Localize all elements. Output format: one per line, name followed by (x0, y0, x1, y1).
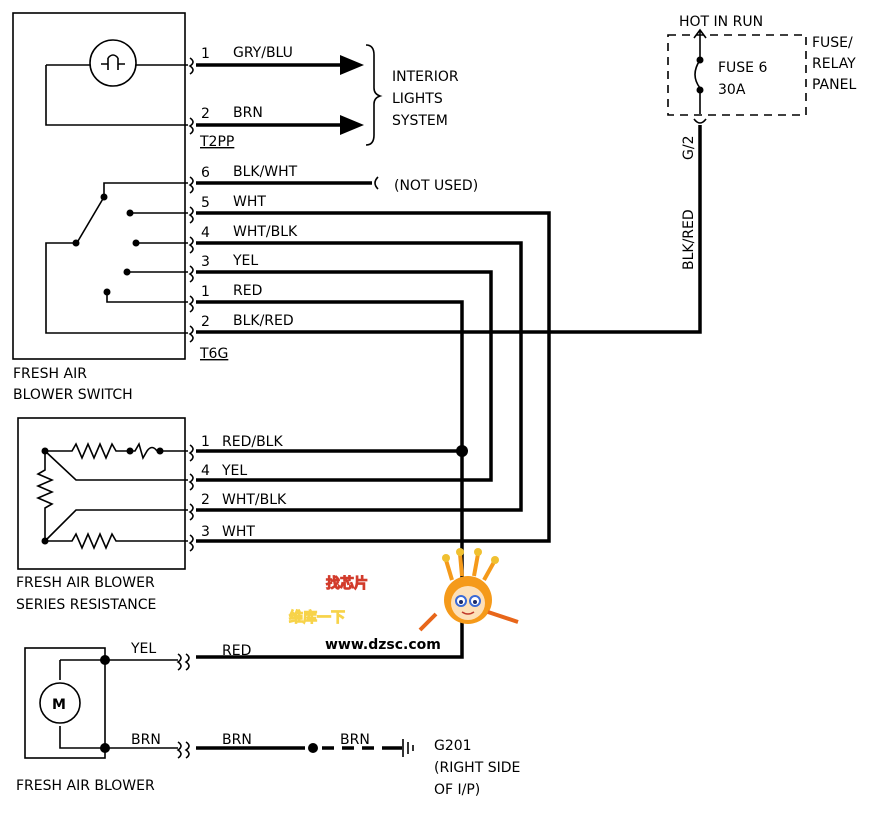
wire-wht (196, 211, 551, 543)
resistor-network-icon (35, 441, 188, 551)
blower-wire-brn-3: BRN (340, 732, 370, 748)
fuse-panel-box (667, 34, 807, 116)
arrow-to-interior-lights-2 (340, 115, 364, 135)
pin-label: 4 (201, 225, 210, 241)
motor-symbol: M (52, 697, 66, 713)
pin-label: 3 (201, 524, 210, 540)
switch-wires: 1 GRY/BLU 2 BRN 6 BLK/WHT (NOT USED) 5 W… (196, 45, 702, 659)
fuse-feed-wire-label: BLK/RED (681, 209, 697, 270)
connector-t2pp-label: T2PP (199, 134, 234, 150)
watermark-mascot-icon (418, 548, 519, 632)
series-resistance-box (17, 417, 186, 570)
ground-icon (402, 739, 414, 757)
wire-label-gry-blu: GRY/BLU (233, 45, 293, 61)
pin-label: 5 (201, 195, 210, 211)
wire-label-brn: BRN (233, 105, 263, 121)
wire-label-wht: WHT (233, 194, 266, 210)
fuse-panel-line2: RELAY (812, 56, 856, 72)
interior-lights-line1: INTERIOR (392, 69, 459, 85)
wire-label-red-blk: RED/BLK (222, 434, 283, 450)
blower-wire-brn-1: BRN (131, 732, 161, 748)
hot-arrow-icon (693, 28, 707, 39)
blower-title: FRESH AIR BLOWER (16, 778, 155, 794)
watermark-url: www.dzsc.com (325, 637, 441, 653)
pin-label: 4 (201, 463, 210, 479)
interior-lights-brace (365, 44, 383, 146)
fuse-terminal-bracket (693, 118, 707, 124)
blower-switch-box (12, 12, 186, 360)
blower-switch: FRESH AIR BLOWER SWITCH T2PP T6G (12, 12, 234, 403)
wire-label-yel: YEL (221, 463, 247, 479)
ground-splice-dot (308, 743, 318, 753)
pin-label: 2 (201, 314, 210, 330)
connector-t6g-label: T6G (199, 346, 228, 362)
wire-label-yel: YEL (232, 253, 258, 269)
ground-name: G201 (434, 738, 472, 754)
dzsc-watermark: 找芯片 维库一下 www.dzsc.com (289, 548, 519, 653)
wire-label-blk-wht: BLK/WHT (233, 164, 298, 180)
blower-wire-brn-2: BRN (222, 732, 252, 748)
ground-location-line2: OF I/P) (434, 782, 480, 798)
series-resistance: 1 RED/BLK 4 YEL 2 WHT/BLK 3 WHT FRESH AI… (16, 417, 468, 613)
splice-dot (456, 445, 468, 457)
switch-title-line1: FRESH AIR (13, 366, 87, 382)
rotary-switch-contacts (45, 182, 188, 334)
wire-yel (196, 270, 493, 482)
switch-lamp-icon (89, 39, 137, 87)
switch-connector-brackets (188, 57, 194, 343)
blower-connector-2 (176, 741, 182, 759)
ground-label: G201 (RIGHT SIDE OF I/P) (434, 738, 520, 798)
not-used-bracket (374, 176, 379, 190)
pin-label: 6 (201, 165, 210, 181)
interior-lights-group: INTERIOR LIGHTS SYSTEM (365, 44, 459, 146)
wire-wht-blk (196, 241, 523, 512)
fuse-name-label: FUSE 6 (718, 60, 767, 76)
pin-label: 1 (201, 284, 210, 300)
wire-label-red: RED (233, 283, 262, 299)
pin-label: 3 (201, 254, 210, 270)
watermark-top-text: 找芯片 (326, 575, 368, 592)
resistance-title-line2: SERIES RESISTANCE (16, 597, 156, 613)
fuse-relay-panel: HOT IN RUN FUSE 6 30A FUSE/ RELAY PANEL … (667, 14, 856, 270)
blower-wire-red: RED (222, 643, 251, 659)
not-used-label: (NOT USED) (394, 178, 478, 194)
fuse-terminal-label: G/2 (681, 136, 697, 160)
resistance-title-line1: FRESH AIR BLOWER (16, 575, 155, 591)
blower-connector-1 (176, 653, 182, 671)
wire-blk-red (196, 125, 702, 334)
fresh-air-blower: M YEL RED BRN BRN BRN FRESH AIR BLOWER (16, 641, 414, 794)
pin-label: 2 (201, 492, 210, 508)
fuse-panel-line1: FUSE/ (812, 35, 853, 51)
resistance-connector-brackets (188, 444, 194, 552)
blower-connector-2b (184, 741, 190, 759)
hot-in-run-label: HOT IN RUN (679, 14, 763, 30)
switch-title-line2: BLOWER SWITCH (13, 387, 133, 403)
wire-label-wht-blk: WHT/BLK (233, 224, 298, 240)
wire-label-blk-red: BLK/RED (233, 313, 294, 329)
ground-location-line1: (RIGHT SIDE (434, 760, 520, 776)
lamp-circuit-line (45, 64, 188, 126)
wire-red (196, 300, 464, 659)
blower-box (24, 647, 106, 759)
fuse-6-icon (694, 59, 701, 89)
arrow-to-interior-lights-1 (340, 55, 364, 75)
fuse-panel-line3: PANEL (812, 77, 856, 93)
interior-lights-line3: SYSTEM (392, 113, 448, 129)
fuse-rating-label: 30A (718, 82, 746, 98)
wire-label-wht-blk: WHT/BLK (222, 492, 287, 508)
motor-icon: M (39, 655, 110, 753)
pin-label: 1 (201, 46, 210, 62)
watermark-middle-text: 维库一下 (289, 609, 345, 626)
blower-wire-yel: YEL (130, 641, 156, 657)
wire-label-wht: WHT (222, 524, 255, 540)
pin-label: 1 (201, 434, 210, 450)
interior-lights-line2: LIGHTS (392, 91, 443, 107)
pin-label: 2 (201, 106, 210, 122)
blower-connector-1b (184, 653, 190, 671)
